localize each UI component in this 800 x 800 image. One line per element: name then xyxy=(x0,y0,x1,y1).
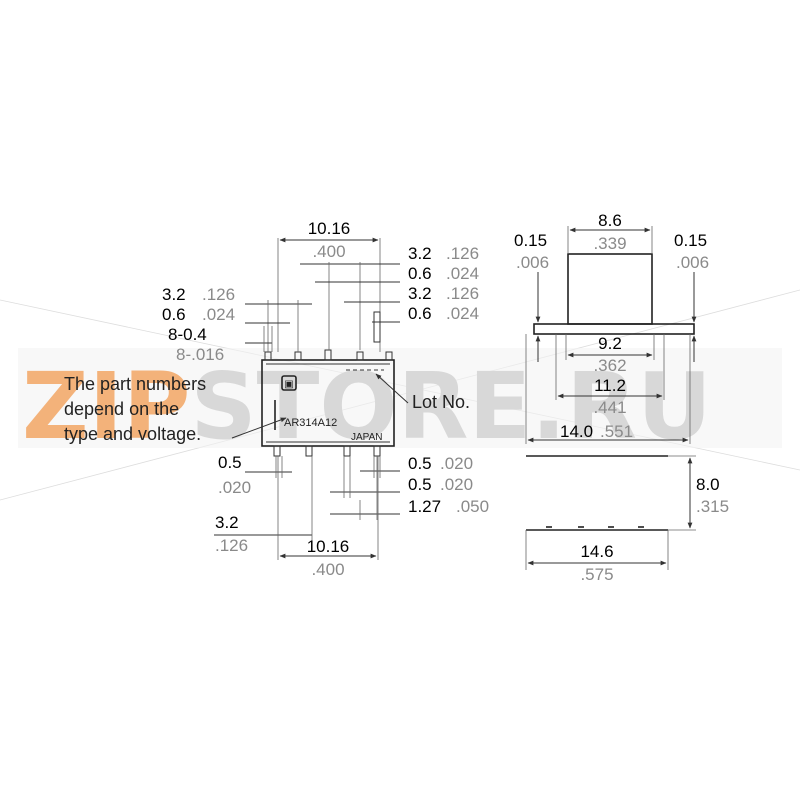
dim-bottom-right-pin-b-in: .020 xyxy=(440,475,473,494)
dim-bottom-width-in: .400 xyxy=(311,560,344,579)
dim-left-pin-in: .024 xyxy=(202,305,235,324)
dim-bottom-width-total-in: .575 xyxy=(580,565,613,584)
dim-right-pitch-b-in: .126 xyxy=(446,284,479,303)
watermark-prefix: ZIP xyxy=(22,353,190,460)
dim-side-base-mid-mm: 11.2 xyxy=(594,376,626,395)
dim-bottom-height-mm: 8.0 xyxy=(696,475,720,494)
dim-left-pin-mm: 0.6 xyxy=(162,305,186,324)
part-number-note: The part numbers depend on the type and … xyxy=(64,374,211,444)
dim-pin-count-in: 8-.016 xyxy=(176,345,224,364)
dim-side-top-width-in: .339 xyxy=(593,234,626,253)
front-view: ▣ AR314A12 JAPAN 10.16 .400 3.2 .126 0.6… xyxy=(64,219,489,579)
dim-bottom-width-total-mm: 14.6 xyxy=(580,542,613,561)
svg-text:▣: ▣ xyxy=(284,379,293,390)
origin-marking: JAPAN xyxy=(351,432,383,443)
dim-right-pin-a-in: .024 xyxy=(446,264,479,283)
dim-bottom-right-pin-b-mm: 0.5 xyxy=(408,475,432,494)
dim-side-right-gap-mm: 0.15 xyxy=(674,231,707,250)
dim-bottom-width-mm: 10.16 xyxy=(307,537,350,556)
dim-right-pitch-b-mm: 3.2 xyxy=(408,284,432,303)
relay-body-side xyxy=(567,253,653,325)
dim-bottom-left-pin-in: .020 xyxy=(218,478,251,497)
dim-right-pin-a-mm: 0.6 xyxy=(408,264,432,283)
dim-left-pitch-mm: 3.2 xyxy=(162,285,186,304)
dim-side-right-gap-in: .006 xyxy=(676,253,709,272)
dim-side-base-inner-in: .362 xyxy=(593,356,626,375)
dim-side-top-width-mm: 8.6 xyxy=(598,211,622,230)
dim-left-pitch-in: .126 xyxy=(202,285,235,304)
dim-front-top-width-in: .400 xyxy=(312,242,345,261)
relay-base-side xyxy=(533,323,695,335)
dim-right-pitch-a-mm: 3.2 xyxy=(408,244,432,263)
dim-bottom-offset-mm: 3.2 xyxy=(215,513,239,532)
dim-bottom-height-in: .315 xyxy=(696,497,729,516)
dim-right-pin-b-mm: 0.6 xyxy=(408,304,432,323)
dim-right-pin-b-in: .024 xyxy=(446,304,479,323)
dim-side-base-mid-in: .441 xyxy=(593,398,626,417)
bottom-view: 8.0 .315 14.6 .575 xyxy=(525,455,729,584)
part-marking: AR314A12 xyxy=(284,417,337,429)
lot-number-label: Lot No. xyxy=(412,392,470,412)
dim-side-base-outer-in: .551 xyxy=(600,422,633,441)
dim-bottom-left-pin-mm: 0.5 xyxy=(218,453,242,472)
dim-pin-count-mm: 8-0.4 xyxy=(168,325,207,344)
manufacturer-logo xyxy=(281,375,297,391)
dim-side-left-gap-mm: 0.15 xyxy=(514,231,547,250)
dim-side-base-outer-mm: 14.0 xyxy=(560,422,593,441)
dim-front-top-width-mm: 10.16 xyxy=(308,219,351,238)
dim-side-base-inner-mm: 9.2 xyxy=(598,334,622,353)
side-view: 8.6 .339 0.15 .006 0.15 .006 9.2 .362 11… xyxy=(514,211,709,444)
dim-right-pitch-a-in: .126 xyxy=(446,244,479,263)
dim-bottom-right-pin-a-mm: 0.5 xyxy=(408,454,432,473)
dim-bottom-pitch-mm: 1.27 xyxy=(408,497,441,516)
dim-bottom-right-pin-a-in: .020 xyxy=(440,454,473,473)
dim-bottom-pitch-in: .050 xyxy=(456,497,489,516)
dim-side-left-gap-in: .006 xyxy=(516,253,549,272)
dim-bottom-offset-in: .126 xyxy=(215,536,248,555)
